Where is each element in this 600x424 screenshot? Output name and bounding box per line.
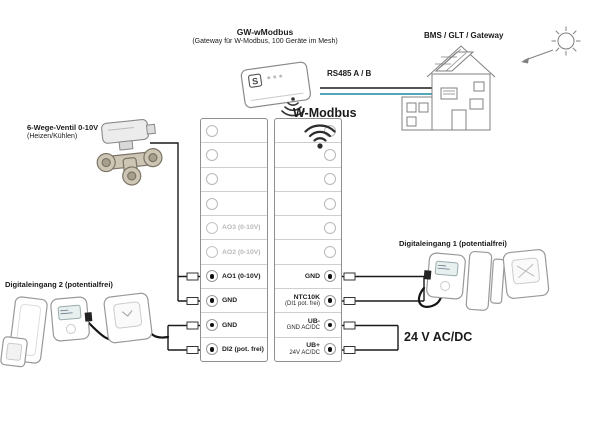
valve-wire [150,142,179,301]
valve-title: 6-Wege-Ventil 0-10V [27,123,99,132]
ss-logo-letter: S [251,76,258,87]
di2-devices-illustration [0,292,153,368]
terminal-label: GND [222,297,238,305]
terminal-row [275,239,341,263]
terminal-row-gnd: GND [275,263,341,288]
terminal-label: AO3 (0-10V) [222,224,261,232]
terminal-circle [324,319,336,332]
terminal-circle [206,173,218,186]
digital-input-2-label: Digitaleingang 2 (potentialfrei) [5,280,113,289]
terminal-label: GND [222,321,238,329]
terminal-row [201,190,267,215]
bms-building-illustration [401,45,496,131]
terminal-circle [206,246,218,259]
terminal-row-di2: DI2 (pot. frei) [201,336,267,361]
terminal-row [275,142,341,166]
gateway-subtitle: (Gateway für W-Modbus, 100 Geräte im Mes… [192,38,338,45]
terminal-circle [206,221,218,234]
terminal-row [201,166,267,191]
terminal-block-left: AO3 (0-10V) AO2 (0-10V) AO1 (0-10V) GND … [200,118,268,362]
terminal-row [201,142,267,166]
digital-input-1-label: Digitaleingang 1 (potentialfrei) [399,239,507,248]
terminal-row [201,119,267,142]
power-label: 24 V AC/DC [404,330,473,344]
terminal-row-ub-plus: UB+24V AC/DC [275,336,341,361]
terminal-row [275,215,341,239]
terminal-circle [324,221,336,234]
terminal-row [275,190,341,215]
terminal-row-ao2: AO2 (0-10V) [201,239,267,263]
bms-label: BMS / GLT / Gateway [424,31,504,40]
terminal-circle [324,197,336,210]
terminal-row [275,166,341,191]
gateway-title: GW-wModbus [236,27,294,37]
terminal-row-ntc10k: NTC10K(DI1 pot. frei) [275,288,341,312]
valve-illustration [96,119,163,186]
terminal-label: AO1 (0-10V) [222,272,261,280]
gateway-device-illustration: S [240,61,311,117]
terminal-circle [324,148,336,161]
valve-subtitle: (Heizen/Kühlen) [27,133,78,140]
terminal-circle [206,197,218,210]
terminal-label: AO2 (0-10V) [222,248,261,256]
terminal-circle [324,246,336,259]
terminal-circle [324,294,336,307]
terminal-circle [206,148,218,161]
wire-ferrules [186,272,356,354]
terminal-label: DI2 (pot. frei) [222,345,264,353]
terminal-circle [206,319,218,332]
terminal-row-ao1: AO1 (0-10V) [201,263,267,288]
terminal-circle [206,343,218,356]
terminal-circle [324,343,336,356]
terminal-row-gnd: GND [201,312,267,336]
sun-icon [521,26,581,64]
terminal-row-gnd: GND [201,288,267,312]
di1-devices-illustration [423,249,550,311]
terminal-block-right: GND NTC10K(DI1 pot. frei) UB-GND AC/DC U… [274,118,342,362]
terminal-row-ub-minus: UB-GND AC/DC [275,312,341,336]
terminal-circle [206,294,218,307]
terminal-row-ao3: AO3 (0-10V) [201,215,267,239]
terminal-circle [324,270,336,283]
terminal-circle [206,270,218,283]
gateway-wifi-icon [281,97,305,117]
terminal-circle [324,173,336,186]
ss-logo-icon [248,73,263,88]
wmodbus-wifi-icon [304,124,336,149]
rs485-label: RS485 A / B [327,69,372,78]
terminal-circle [206,124,218,137]
wmodbus-label: W-Modbus [293,106,357,120]
